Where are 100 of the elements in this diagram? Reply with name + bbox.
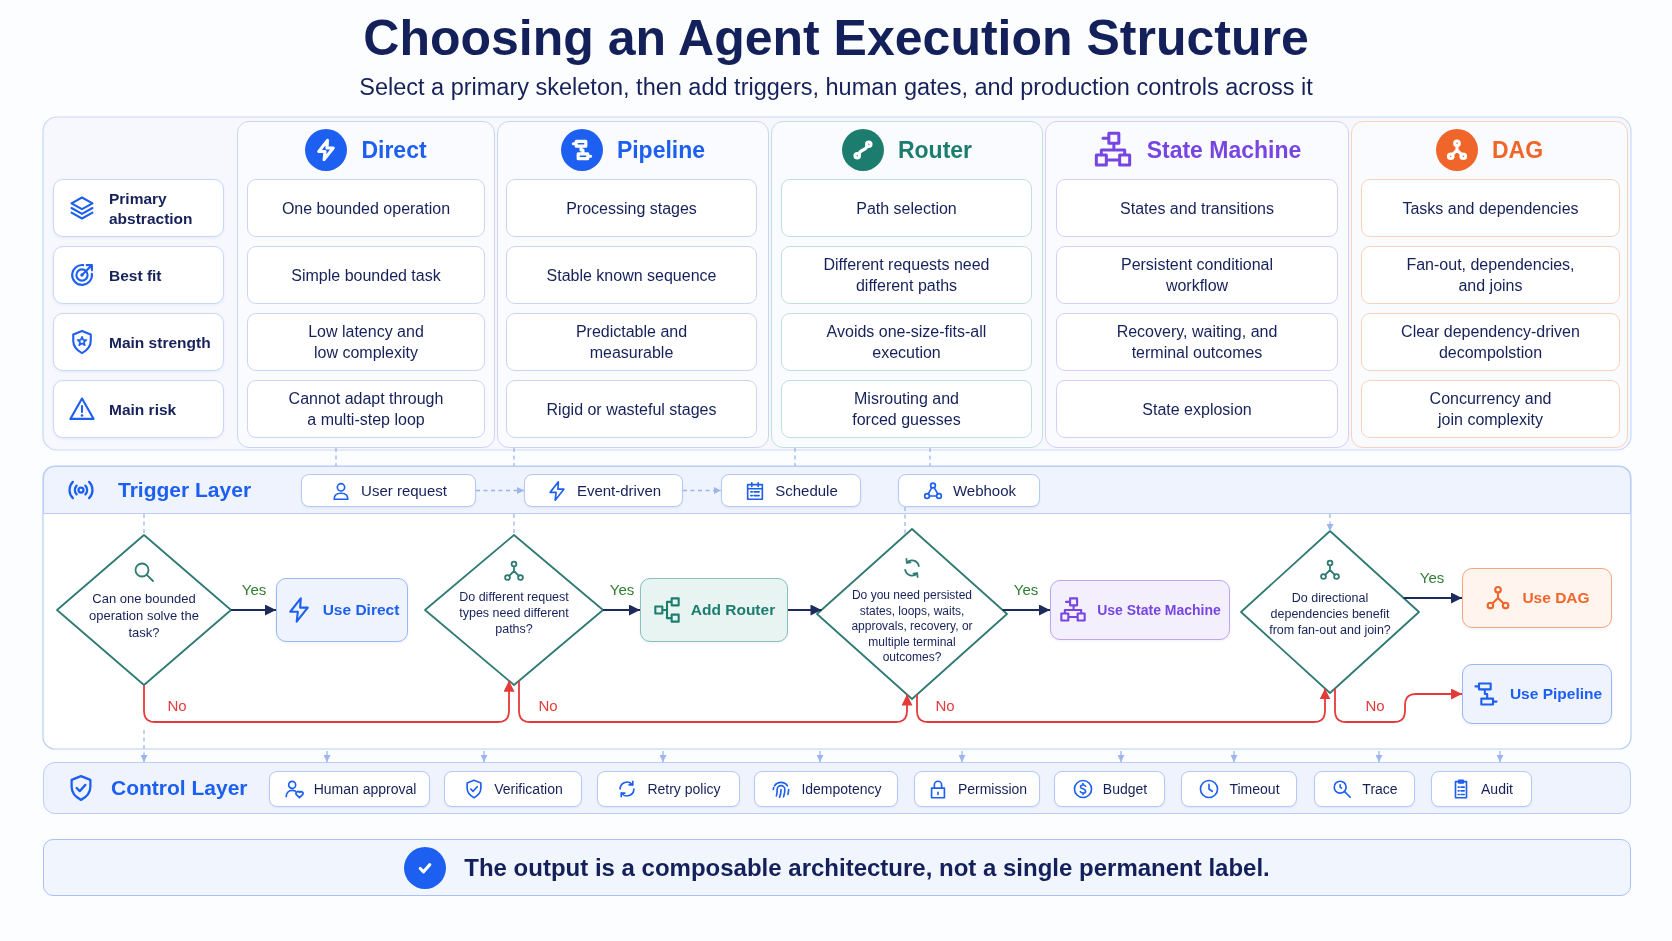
trigger-chip: [898, 474, 1040, 507]
dashed-arrow: [816, 750, 824, 763]
row-header: [53, 313, 224, 371]
column-heading: Pipeline: [616, 136, 706, 164]
table-cell: Misrouting and forced guesses: [781, 380, 1032, 438]
row-label: Primary abstraction: [109, 189, 194, 229]
arrow: [1001, 604, 1051, 616]
table-cell: Persistent conditional workflow: [1056, 246, 1338, 304]
column-heading: Direct: [361, 136, 427, 164]
dashed-arrow: [1326, 513, 1334, 532]
dashed-connector-line: [513, 513, 515, 536]
column-heading: Router: [897, 136, 973, 164]
dashed-arrow: [480, 750, 488, 763]
outcome-label: Add Router: [690, 601, 776, 619]
control-chip: [1054, 771, 1165, 807]
chip-label: Human approval: [313, 781, 417, 797]
trigger-chip: [524, 474, 683, 507]
dashed-arrow: [323, 750, 331, 763]
chip-label: Trace: [1362, 781, 1398, 797]
dashed-connector-line: [794, 447, 796, 467]
row-label: Main risk: [109, 400, 178, 420]
chip-label: Timeout: [1229, 781, 1280, 797]
column-panel: [497, 121, 769, 448]
outcome-box: [1462, 664, 1612, 724]
column-panel: [1045, 121, 1349, 448]
arrow: [602, 604, 641, 616]
control-chip: [1431, 771, 1532, 807]
decision-question: Do different request types need different paths?: [458, 589, 570, 637]
table-cell: Simple bounded task: [247, 246, 485, 304]
chip-label: Verification: [494, 781, 563, 797]
control-chip: [754, 771, 898, 807]
arrow: [143, 679, 515, 723]
dashed-arrow: [659, 750, 667, 763]
control-chip: [1314, 771, 1415, 807]
row-label: Best fit: [109, 266, 163, 286]
outcome-label: Use Direct: [322, 601, 400, 619]
chip-label: Event-driven: [576, 482, 662, 499]
control-chip: [597, 771, 740, 807]
trigger-chip: [301, 474, 476, 507]
dashed-arrow: [1230, 750, 1238, 763]
table-cell: Fan-out, dependencies, and joins: [1361, 246, 1620, 304]
row-header: [53, 246, 224, 304]
row-label: Main strength: [109, 333, 212, 353]
dashed-arrow: [958, 750, 966, 763]
control-chip: [269, 771, 430, 807]
dashed-arrow: [1117, 750, 1125, 763]
dashed-arrow: [682, 487, 722, 494]
table-cell: Path selection: [781, 179, 1032, 237]
table-cell: Low latency and low complexity: [247, 313, 485, 371]
column-heading: DAG: [1491, 136, 1544, 164]
arrow: [518, 679, 913, 723]
dashed-connector-line: [929, 447, 931, 467]
table-cell: Tasks and dependencies: [1361, 179, 1620, 237]
table-cell: Predictable and measurable: [506, 313, 757, 371]
control-chip: [444, 771, 582, 807]
subtitle: Select a primary skeleton, then add triggers, human gates, and production controls across it: [358, 73, 1314, 102]
column-panel: [237, 121, 495, 448]
outcome-box: [1050, 580, 1230, 640]
layer-band: [43, 762, 1631, 814]
chip-label: Retry policy: [647, 781, 721, 797]
chip-label: Permission: [957, 781, 1028, 797]
row-header: [53, 380, 224, 438]
layer-title: Control Layer: [111, 775, 248, 801]
dashed-connector-line: [143, 513, 145, 536]
arrow: [916, 687, 1331, 723]
chip-label: Webhook: [952, 482, 1017, 499]
outcome-box: [1462, 568, 1612, 628]
dashed-connector-line: [904, 506, 906, 536]
outcome-label: Use Pipeline: [1509, 685, 1603, 703]
table-cell: Stable known sequence: [506, 246, 757, 304]
decision-question: Do you need persisted states, loops, waits, approvals, recovery, or multiple terminal outcomes?: [850, 588, 974, 666]
row-header: [53, 179, 224, 237]
arrow: [230, 604, 277, 616]
column-panel: [1351, 121, 1628, 448]
trigger-chip: [721, 474, 861, 507]
table-cell: Rigid or wasteful stages: [506, 380, 757, 438]
dashed-connector-line: [513, 447, 515, 467]
control-chip: [914, 771, 1040, 807]
chip-label: Idempotency: [801, 781, 882, 797]
arrow: [1402, 592, 1463, 604]
layer-band: [43, 466, 1631, 514]
table-cell: Cannot adapt through a multi-step loop: [247, 380, 485, 438]
summary-text: The output is a composable architecture, not a single permanent label.: [464, 853, 1270, 882]
outcome-box: [640, 578, 788, 642]
table-cell: Clear dependency-driven decompolstion: [1361, 313, 1620, 371]
chip-label: Budget: [1102, 781, 1148, 797]
chip-label: User request: [361, 482, 447, 499]
table-cell: Recovery, waiting, and terminal outcomes: [1056, 313, 1338, 371]
table-cell: Avoids one-size-fits-all execution: [781, 313, 1032, 371]
dashed-arrow: [140, 729, 148, 763]
decision-question: Do directional dependencies benefit from fan-out and join?: [1268, 590, 1392, 638]
summary-banner: [43, 839, 1631, 896]
table-cell: Different requests need different paths: [781, 246, 1032, 304]
title: Choosing an Agent Execution Structure: [362, 9, 1310, 68]
dashed-connector-line: [335, 447, 337, 467]
chip-label: Schedule: [775, 482, 838, 499]
table-cell: One bounded operation: [247, 179, 485, 237]
column-panel: [771, 121, 1043, 448]
arrow: [1334, 687, 1463, 723]
table-cell: State explosion: [1056, 380, 1338, 438]
